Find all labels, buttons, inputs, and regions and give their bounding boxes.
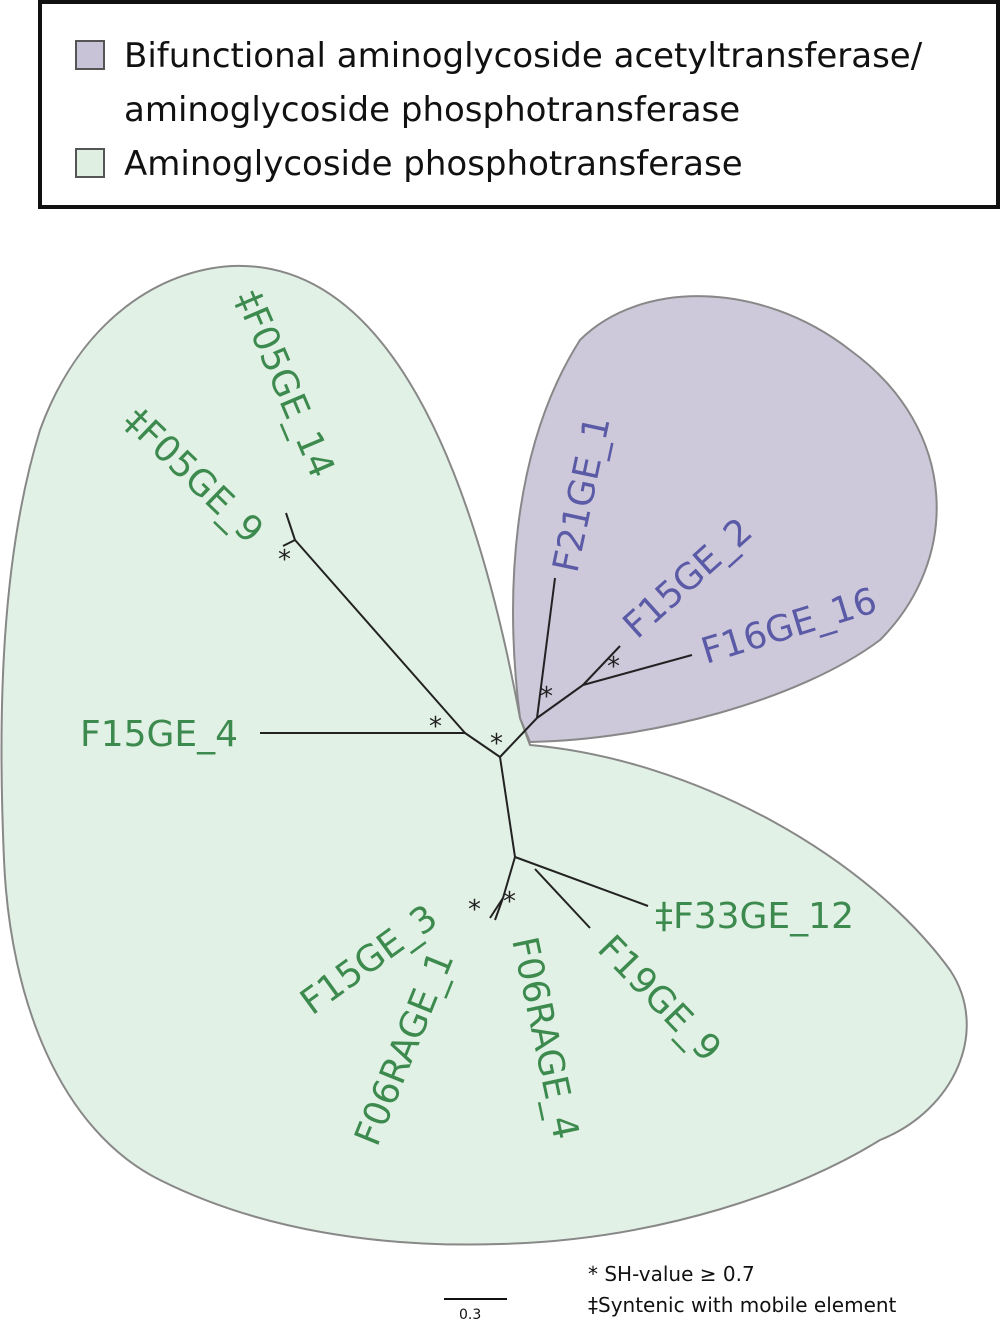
branch-lower-to-f33ge12 [514, 856, 649, 907]
syntenic-note: ‡Syntenic with mobile element [588, 1293, 897, 1317]
phosphotransferase-label: Aminoglycoside phosphotransferase [124, 144, 743, 184]
branch-purple-to-inner [536, 684, 584, 719]
legend-box: Bifunctional aminoglycoside acetyltransf… [38, 0, 1000, 209]
branch-f06-to-f06rage1 [494, 897, 504, 921]
green-clade-region [0, 264, 968, 1246]
branch-root-to-purple [499, 717, 538, 758]
scale-bar-label: 0.3 [459, 1307, 482, 1323]
purple-clade-region [512, 295, 938, 744]
support-marker-purple: * [540, 682, 553, 712]
support-marker-purple-inner: * [607, 652, 620, 682]
bifunctional-label-line1: Bifunctional aminoglycoside acetyltransf… [124, 36, 923, 76]
branch-purple-to-f21ge1 [536, 577, 556, 719]
support-marker-root: * [490, 729, 503, 759]
support-marker-lower-left: * [468, 895, 481, 925]
branch-inner-to-f15ge2 [582, 645, 621, 686]
branch-f05-to-f05ge14 [285, 512, 296, 541]
branch-inner-to-f16ge16 [582, 654, 693, 686]
branch-green-upper-to-f05 [294, 539, 466, 734]
leaf-f33ge-12: ‡F33GE_12 [655, 896, 854, 937]
support-marker-green-upper: * [429, 712, 442, 742]
branch-lower-to-f06 [502, 856, 516, 899]
leaf-f15ge-4: F15GE_4 [80, 714, 238, 755]
branch-root-to-green-upper [464, 732, 501, 758]
bifunctional-label-line2: aminoglycoside phosphotransferase [124, 90, 741, 130]
support-marker-lower-right: * [503, 887, 516, 917]
sh-value-note: * SH-value ≥ 0.7 [588, 1262, 755, 1286]
branch-root-to-lower [499, 756, 516, 858]
bifunctional-swatch [75, 40, 105, 70]
branch-f05-to-f05ge9 [282, 539, 296, 547]
phosphotransferase-swatch [75, 148, 105, 178]
support-marker-f05: * [278, 545, 291, 575]
branch-lower-to-f19ge9 [534, 868, 591, 929]
